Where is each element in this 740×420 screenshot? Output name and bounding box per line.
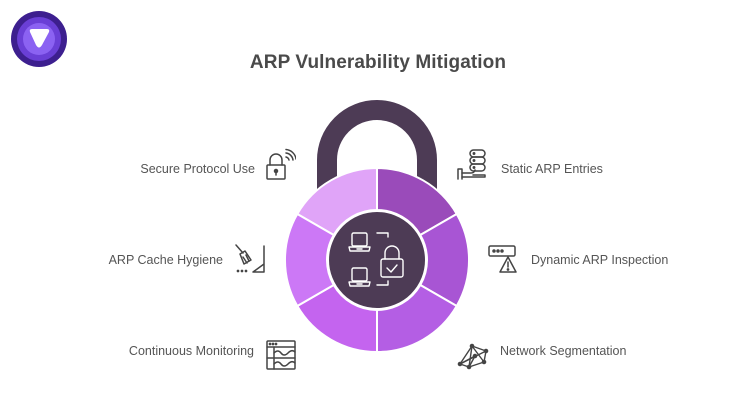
label-continuous-monitoring: Continuous Monitoring (128, 344, 254, 358)
password-warning-icon (487, 242, 521, 276)
brand-logo (10, 10, 68, 68)
label-secure-protocol-use: Secure Protocol Use (140, 162, 255, 176)
server-hand-icon (455, 148, 489, 182)
lock-wifi-icon (262, 148, 297, 182)
label-network-segmentation: Network Segmentation (500, 344, 627, 358)
label-arp-cache-hygiene: ARP Cache Hygiene (108, 253, 223, 267)
laptops-lock-check-icon (348, 232, 404, 287)
monitor-waves-icon (264, 338, 298, 372)
network-mesh-icon (456, 338, 490, 372)
broom-sweep-icon (233, 242, 267, 276)
label-static-arp-entries: Static ARP Entries (501, 162, 603, 176)
label-dynamic-arp-inspection: Dynamic ARP Inspection (531, 253, 669, 267)
lock-center (327, 210, 427, 310)
shield-logo-icon (11, 11, 67, 67)
lock-shackle (317, 100, 437, 200)
diagram-title: ARP Vulnerability Mitigation (249, 52, 507, 73)
